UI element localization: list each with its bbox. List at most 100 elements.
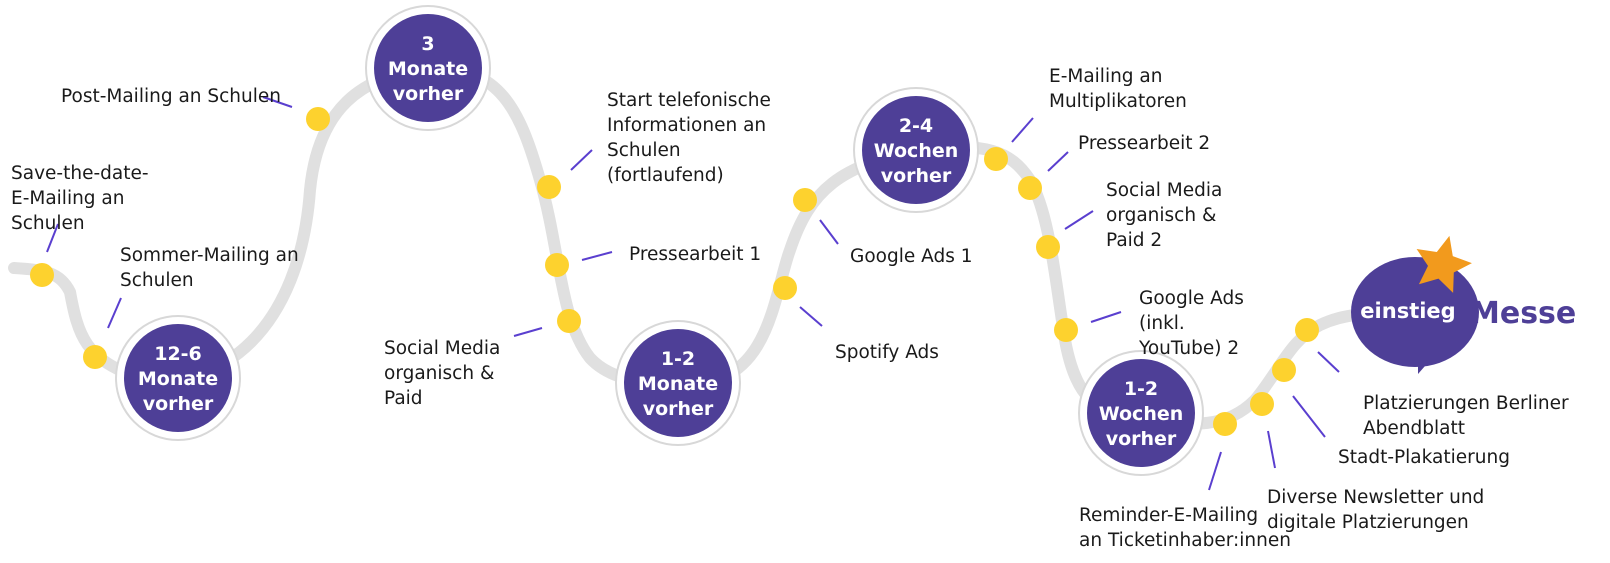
- milestone-connector-4: [570, 149, 593, 171]
- milestone-label-line: organisch &: [1106, 205, 1217, 226]
- milestone-label-line: Paid 2: [1106, 230, 1163, 251]
- stage-label-line: Monate: [138, 368, 218, 390]
- einstieg-messe-logo: einstieg Messe: [1351, 235, 1576, 374]
- stage-label-line: vorher: [643, 398, 714, 420]
- milestone-connector-14: [1267, 430, 1276, 469]
- milestone-label-2: Sommer-Mailing an Schulen: [120, 243, 299, 293]
- stage-label-line: Wochen: [1099, 403, 1184, 425]
- milestone-dot-9: [984, 147, 1008, 171]
- milestone-dot-7: [793, 188, 817, 212]
- milestone-label-line: Start telefonische: [607, 90, 771, 111]
- stage-node-circle: [1087, 359, 1195, 467]
- milestone-label-line: E-Mailing an: [1049, 66, 1163, 87]
- milestone-label-line: Sommer-Mailing an: [120, 245, 299, 266]
- stage-label-line: Monate: [388, 58, 468, 80]
- stage-node-circle: [862, 96, 970, 204]
- milestone-dot-15: [1272, 358, 1296, 382]
- milestone-label-line: an Ticketinhaber:innen: [1079, 530, 1291, 551]
- milestone-label-line: Abendblatt: [1363, 418, 1465, 439]
- stage-node-circle: [374, 14, 482, 122]
- milestone-dot-11: [1036, 235, 1060, 259]
- milestone-dot-5: [545, 253, 569, 277]
- milestone-label-line: Platzierungen Berliner: [1363, 393, 1569, 414]
- milestone-label-line: Paid: [384, 388, 423, 409]
- milestone-label-line: Social Media: [384, 338, 501, 359]
- milestone-label-12: Google Ads (inkl. YouTube) 2: [1139, 286, 1244, 361]
- logo-suffix: Messe: [1470, 296, 1576, 331]
- stage-label-line: 1-2: [661, 348, 695, 370]
- milestone-dot-3: [306, 107, 330, 131]
- milestone-label-3: Post-Mailing an Schulen: [61, 84, 281, 109]
- milestone-dot-12: [1054, 318, 1078, 342]
- milestone-label-6: Social Media organisch & Paid: [384, 336, 500, 411]
- milestone-connector-6: [513, 327, 543, 337]
- milestone-label-line: Google Ads: [1139, 288, 1244, 309]
- milestone-connector-7: [819, 219, 839, 245]
- stage-node-circle: [624, 329, 732, 437]
- milestone-dot-4: [537, 175, 561, 199]
- milestone-label-line: Informationen an: [607, 115, 767, 136]
- stage-label-line: 2-4: [899, 115, 933, 137]
- stage-label-line: vorher: [393, 83, 464, 105]
- milestone-label-13: Reminder-E-Mailing an Ticketinhaber:innen: [1079, 503, 1291, 553]
- milestone-label-line: Pressearbeit 2: [1078, 133, 1211, 154]
- milestone-label-line: Schulen: [11, 213, 85, 234]
- milestone-connector-8: [799, 306, 823, 327]
- milestone-label-8: Spotify Ads: [835, 340, 939, 365]
- stage-label-line: vorher: [1106, 428, 1177, 450]
- milestone-label-line: Google Ads 1: [850, 246, 973, 267]
- stage-label-line: 12-6: [154, 343, 202, 365]
- milestone-label-line: Schulen: [120, 270, 194, 291]
- milestone-connector-16: [1317, 351, 1340, 373]
- milestone-dot-6: [557, 309, 581, 333]
- milestone-connector-5: [581, 251, 613, 261]
- stage-label-line: 3: [421, 33, 434, 55]
- milestone-label-line: Schulen: [607, 140, 681, 161]
- milestone-connector-2: [107, 297, 122, 329]
- milestone-dot-1: [30, 263, 54, 287]
- milestone-connector-1: [46, 223, 59, 253]
- milestone-connector-12: [1090, 311, 1122, 323]
- milestone-label-line: (fortlaufend): [607, 165, 724, 186]
- milestone-dot-8: [773, 276, 797, 300]
- milestone-connector-11: [1064, 210, 1094, 230]
- stage-label-line: Wochen: [874, 140, 959, 162]
- milestone-label-line: Multiplikatoren: [1049, 91, 1187, 112]
- milestone-label-line: E-Mailing an: [11, 188, 125, 209]
- milestone-label-line: Post-Mailing an Schulen: [61, 86, 282, 107]
- milestone-connector-15: [1292, 395, 1326, 438]
- milestone-label-15: Stadt-Plakatierung: [1338, 445, 1510, 470]
- milestone-label-line: Save-the-date-: [11, 163, 149, 184]
- milestone-dot-10: [1018, 176, 1042, 200]
- milestone-label-10: Pressearbeit 2: [1078, 131, 1210, 156]
- milestone-connector-13: [1208, 451, 1222, 491]
- stage-label-line: Monate: [638, 373, 718, 395]
- milestone-label-line: (inkl.: [1139, 313, 1185, 334]
- milestone-label-5: Pressearbeit 1: [629, 242, 761, 267]
- milestone-connector-10: [1047, 151, 1069, 172]
- logo-word: einstieg: [1360, 299, 1455, 323]
- milestone-label-line: organisch &: [384, 363, 495, 384]
- milestone-label-line: Social Media: [1106, 180, 1223, 201]
- milestone-label-11: Social Media organisch & Paid 2: [1106, 178, 1222, 253]
- milestone-connector-9: [1011, 117, 1034, 143]
- milestone-label-9: E-Mailing an Multiplikatoren: [1049, 64, 1187, 114]
- milestone-label-line: Stadt-Plakatierung: [1338, 447, 1510, 468]
- milestone-dot-16: [1295, 318, 1319, 342]
- milestone-label-line: YouTube) 2: [1139, 338, 1240, 359]
- milestone-label-line: digitale Platzierungen: [1267, 512, 1469, 533]
- stage-label-line: vorher: [143, 393, 214, 415]
- stage-label-line: vorher: [881, 165, 952, 187]
- star-icon: [1416, 235, 1472, 293]
- milestone-label-line: Spotify Ads: [835, 342, 939, 363]
- milestone-dot-13: [1213, 412, 1237, 436]
- milestone-label-1: Save-the-date- E-Mailing an Schulen: [11, 161, 149, 236]
- stage-label-line: 1-2: [1124, 378, 1158, 400]
- milestone-label-line: Reminder-E-Mailing: [1079, 505, 1259, 526]
